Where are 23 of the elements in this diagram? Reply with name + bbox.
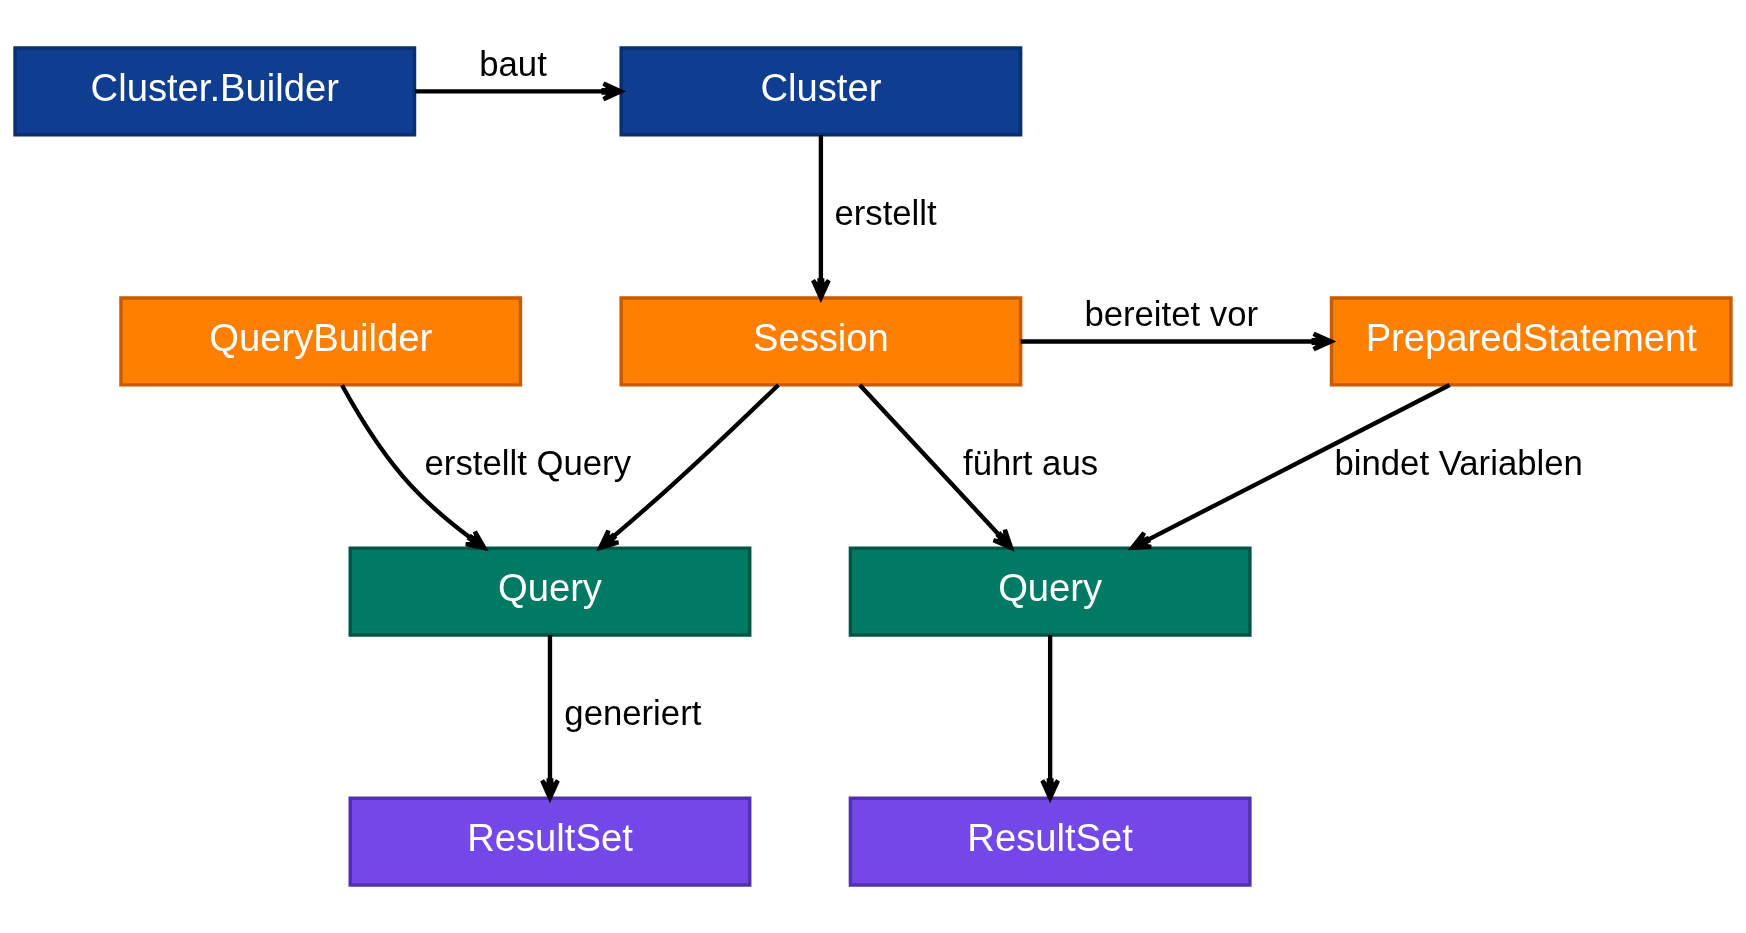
arrow (598, 383, 780, 550)
arrow (340, 384, 487, 551)
node-box: ResultSet (848, 796, 1252, 887)
node-box: Query (348, 546, 752, 637)
edge-label: generiert (564, 694, 702, 733)
arrow (810, 134, 831, 300)
edge-label: bindet Variablen (1334, 444, 1583, 483)
node-box: PreparedStatement (1329, 296, 1733, 387)
node-box: ResultSet (348, 796, 752, 887)
arrow (414, 81, 624, 102)
edge-label: baut (479, 44, 547, 83)
edge-label: erstellt (834, 194, 937, 233)
node-box: Cluster (619, 46, 1023, 137)
arrow (858, 383, 1014, 550)
node-box: Session (619, 296, 1023, 387)
edge-label: bereitet vor (1084, 294, 1259, 333)
node-box: Query (848, 546, 1252, 637)
node-box: Cluster.Builder (13, 46, 417, 137)
arrow (1130, 383, 1451, 550)
arrow (1020, 331, 1334, 352)
edge-label: führt aus (963, 444, 1099, 483)
node-box: QueryBuilder (119, 296, 523, 387)
edge-label: erstellt Query (424, 444, 631, 483)
